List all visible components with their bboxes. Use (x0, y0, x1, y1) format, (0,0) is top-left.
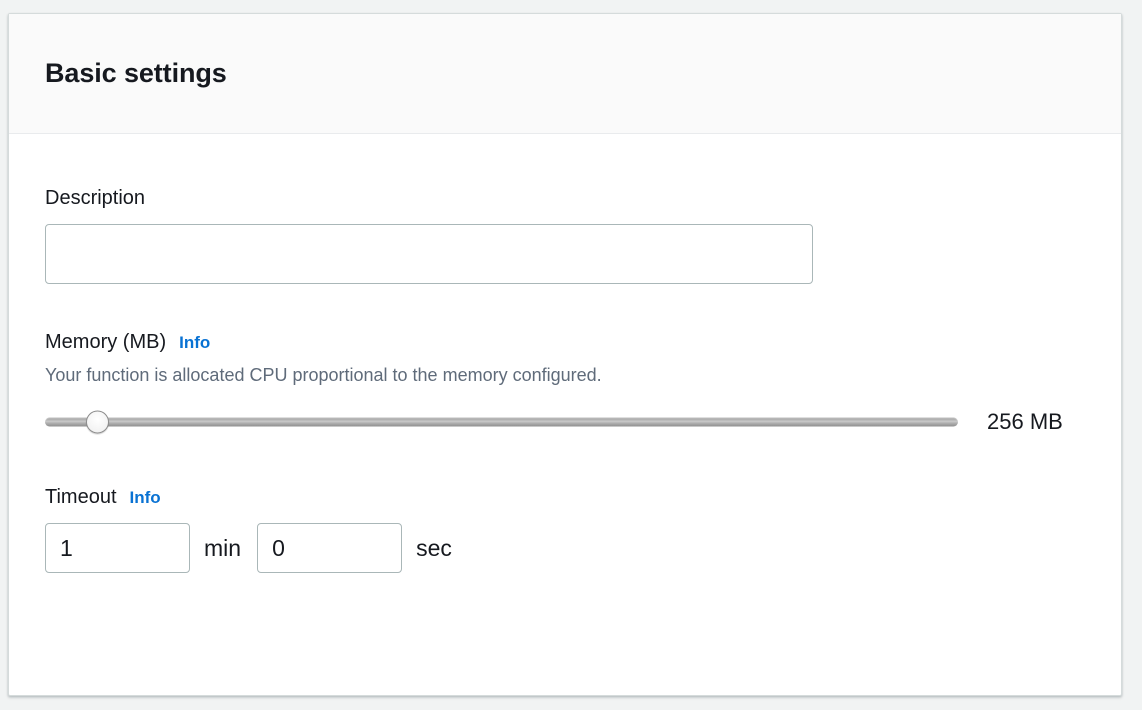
timeout-minutes-input[interactable] (45, 523, 190, 574)
card-header: Basic settings (9, 14, 1121, 134)
memory-info-link[interactable]: Info (179, 333, 211, 352)
description-label: Description (45, 187, 146, 209)
memory-slider-thumb[interactable] (86, 410, 110, 434)
memory-slider-track[interactable] (45, 417, 958, 427)
memory-hint: Your function is allocated CPU proportio… (45, 365, 602, 385)
timeout-seconds-unit: sec (416, 534, 452, 561)
memory-field-group: Memory (MB) Info Your function is alloca… (45, 330, 1085, 437)
memory-slider-row: 256 MB (45, 407, 1085, 437)
timeout-info-link[interactable]: Info (129, 488, 161, 508)
memory-label: Memory (MB) (45, 331, 167, 353)
timeout-label-row: Timeout Info (45, 485, 1085, 509)
page-title: Basic settings (45, 57, 227, 88)
timeout-inputs-row: min sec (45, 523, 1085, 574)
memory-label-row: Memory (MB) Info (45, 330, 1085, 354)
card-body: Description Memory (MB) Info Your functi… (9, 134, 1121, 574)
timeout-label: Timeout (45, 486, 117, 509)
memory-slider[interactable] (45, 407, 958, 437)
basic-settings-card: Basic settings Description Memory (MB) I… (8, 13, 1122, 696)
description-label-row: Description (45, 186, 1085, 210)
timeout-field-group: Timeout Info min sec (45, 485, 1085, 574)
timeout-minutes-unit: min (204, 534, 242, 561)
description-input[interactable] (45, 224, 813, 284)
memory-value-label: 256 MB (987, 409, 1063, 435)
description-field-group: Description (45, 186, 1085, 284)
timeout-seconds-input[interactable] (257, 523, 403, 574)
